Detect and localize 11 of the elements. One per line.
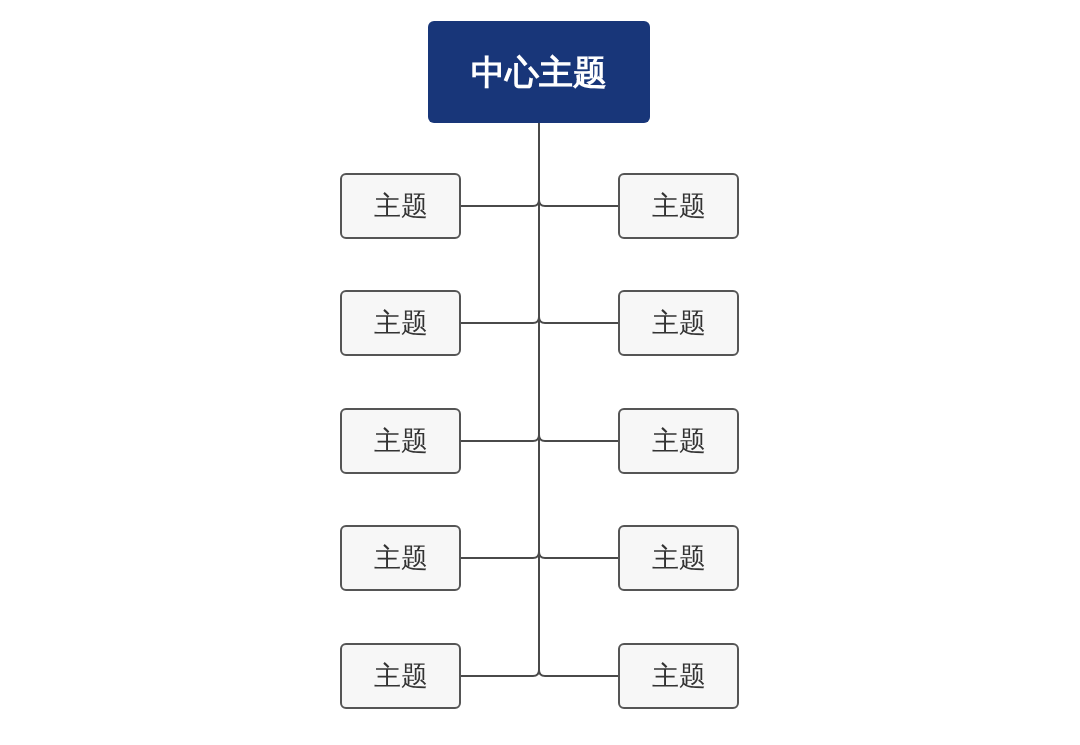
topic-box: 主题: [340, 643, 461, 709]
topic-box: 主题: [618, 525, 739, 591]
topic-box: 主题: [618, 290, 739, 356]
topic-box: 主题: [340, 173, 461, 239]
topic-box: 主题: [340, 290, 461, 356]
topic-box: 主题: [618, 408, 739, 474]
central-topic-box: 中心主题: [428, 21, 650, 123]
topic-box: 主题: [340, 525, 461, 591]
topic-box: 主题: [340, 408, 461, 474]
topic-box: 主题: [618, 643, 739, 709]
topic-box: 主题: [618, 173, 739, 239]
